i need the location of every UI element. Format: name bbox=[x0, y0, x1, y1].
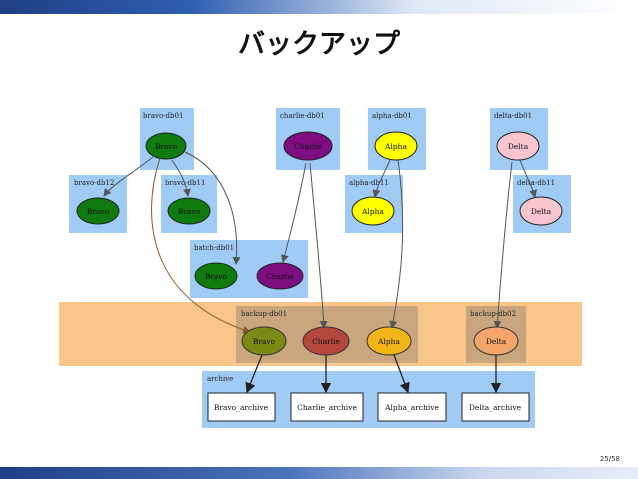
slide-title: バックアップ bbox=[238, 29, 400, 60]
cluster-alpha-db01-label: alpha-db01 bbox=[372, 112, 412, 120]
node-alpha-archive bbox=[377, 392, 447, 422]
cluster-archive-label: archive bbox=[207, 375, 233, 383]
cluster-delta-db01-label: delta-db01 bbox=[494, 112, 532, 120]
node-delta-db11 bbox=[519, 196, 563, 226]
node-alpha-db11-label: Alpha bbox=[361, 207, 384, 216]
node-bravo-db01-label: Bravo bbox=[155, 142, 178, 151]
cluster-alpha-db11-label: alpha-db11 bbox=[349, 179, 389, 187]
edge-backup-bravo-to-archive bbox=[245, 354, 263, 394]
cluster-batch-db01-label: batch-db01 bbox=[194, 244, 234, 252]
node-batch-charlie-label: Charlie bbox=[266, 272, 294, 281]
node-charlie-db01-label: Charlie bbox=[294, 142, 322, 151]
node-delta-archive-label: Delta_archive bbox=[469, 403, 522, 412]
edge-backup-alpha-to-archive bbox=[393, 354, 410, 394]
edge-alpha-to-alpha-db11 bbox=[372, 159, 391, 198]
node-backup-bravo bbox=[241, 326, 287, 356]
node-batch-charlie bbox=[256, 262, 304, 290]
node-charlie-archive bbox=[290, 392, 364, 422]
node-bravo-db12 bbox=[76, 197, 120, 225]
node-bravo-db12-label: Bravo bbox=[87, 207, 110, 216]
node-alpha-db11 bbox=[351, 196, 395, 226]
node-backup-alpha bbox=[366, 326, 412, 356]
footer-bar bbox=[0, 467, 638, 479]
edge-alpha-to-backup-alpha bbox=[389, 159, 404, 329]
cluster-bravo-db01-label: bravo-db01 bbox=[143, 112, 183, 120]
node-bravo-db11 bbox=[167, 197, 211, 225]
node-backup-charlie bbox=[302, 326, 350, 356]
node-batch-bravo-label: Bravo bbox=[205, 272, 228, 281]
cluster-bravo-db12-label: bravo-db12 bbox=[74, 179, 114, 187]
node-backup-delta bbox=[473, 326, 519, 356]
node-bravo-db11-label: Bravo bbox=[178, 207, 201, 216]
edge-charlie-to-batch-charlie bbox=[280, 162, 307, 263]
node-backup-delta-label: Delta bbox=[486, 337, 507, 346]
node-backup-alpha-label: Alpha bbox=[377, 337, 400, 346]
node-bravo-archive bbox=[207, 392, 276, 422]
node-delta-archive bbox=[461, 392, 530, 422]
cluster-backup-db01-label: backup-db01 bbox=[241, 310, 287, 318]
node-charlie-archive-label: Charlie_archive bbox=[297, 403, 357, 412]
edge-delta-to-delta-db11 bbox=[519, 159, 538, 198]
node-backup-bravo-label: Bravo bbox=[253, 337, 276, 346]
edge-bravo-to-batch-bravo bbox=[184, 151, 241, 265]
header-bar bbox=[0, 0, 638, 14]
node-alpha-db01 bbox=[374, 131, 418, 161]
cluster-delta-db11-label: delta-db11 bbox=[517, 179, 555, 187]
node-alpha-db01-label: Alpha bbox=[384, 142, 407, 151]
edge-bravo-to-bravo-db12 bbox=[103, 156, 154, 197]
edge-bravo-to-backup-bravo bbox=[151, 157, 251, 334]
cluster-backup-db02-label: backup-db02 bbox=[470, 310, 516, 318]
node-bravo-archive-label: Bravo_archive bbox=[214, 403, 269, 412]
page-number: 25/58 bbox=[599, 455, 620, 463]
node-delta-db11-label: Delta bbox=[531, 207, 552, 216]
node-batch-bravo bbox=[194, 262, 238, 290]
node-alpha-archive-label: Alpha_archive bbox=[384, 403, 439, 412]
node-charlie-db01 bbox=[283, 131, 333, 161]
node-backup-charlie-label: Charlie bbox=[312, 337, 340, 346]
edge-delta-to-backup-delta bbox=[493, 161, 513, 329]
cluster-charlie-db01-label: charlie-db01 bbox=[280, 112, 325, 120]
node-bravo-db01 bbox=[145, 132, 187, 160]
node-delta-db01 bbox=[496, 131, 540, 161]
node-delta-db01-label: Delta bbox=[508, 142, 529, 151]
edge-charlie-to-backup-charlie bbox=[309, 162, 328, 329]
edge-bravo-to-bravo-db11 bbox=[171, 159, 191, 197]
